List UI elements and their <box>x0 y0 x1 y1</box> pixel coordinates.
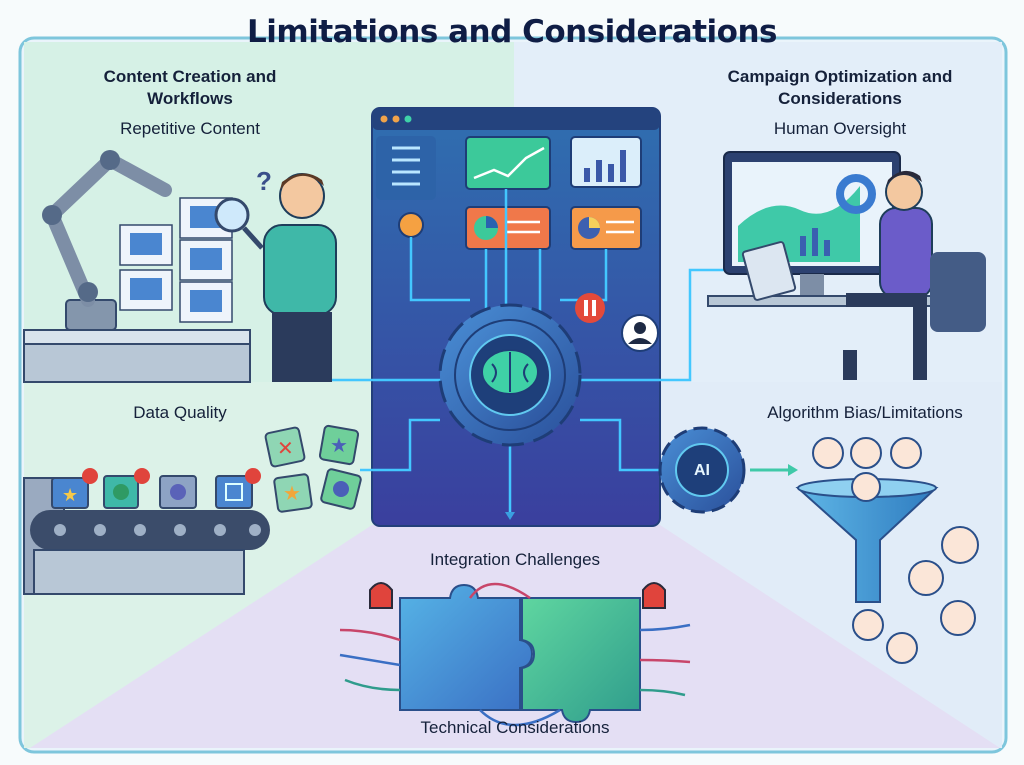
ai-badge-label: AI <box>694 462 710 479</box>
svg-text:★: ★ <box>283 483 301 505</box>
puzzle-integration <box>339 582 691 727</box>
section-sub-repetitive-content: Repetitive Content <box>120 119 260 138</box>
svg-text:★: ★ <box>330 435 348 457</box>
robot-arm-scene <box>23 150 264 383</box>
svg-text:✕: ✕ <box>277 438 294 460</box>
section-heading-campaign: Campaign Optimization and Considerations <box>727 67 953 108</box>
svg-text:?: ? <box>256 166 272 196</box>
brain-gear-icon <box>438 303 582 447</box>
ai-gear-icon <box>658 426 798 514</box>
people-avatars <box>812 437 979 664</box>
conveyor-belt: ★ ✕ ★ ★ <box>23 424 362 595</box>
section-sub-human-oversight: Human Oversight <box>773 119 907 138</box>
section-heading-algorithm-bias: Algorithm Bias/Limitations <box>767 403 963 422</box>
svg-text:★: ★ <box>62 485 78 505</box>
thinking-person: ? <box>256 166 337 382</box>
section-footer-technical: Technical Considerations <box>420 718 610 737</box>
section-heading-content-creation: Content Creation and Workflows <box>103 67 277 108</box>
section-heading-integration: Integration Challenges <box>429 550 601 569</box>
computer-workstation <box>707 151 986 380</box>
section-heading-data-quality: Data Quality <box>133 403 227 422</box>
page-title: Limitations and Considerations <box>247 14 777 50</box>
